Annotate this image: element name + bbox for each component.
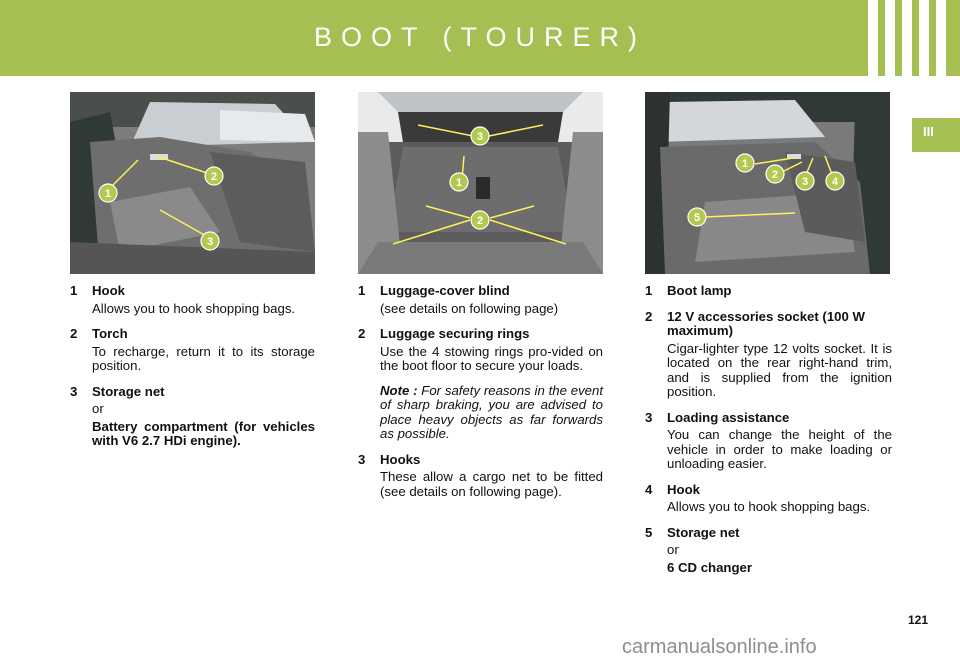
- chapter-tab[interactable]: III: [912, 118, 960, 152]
- callout-badge: 2: [204, 166, 224, 186]
- callout-badge: 2: [765, 164, 785, 184]
- list-item: 3 Storage net or Battery compartment (fo…: [70, 383, 315, 449]
- svg-text:1: 1: [742, 158, 748, 170]
- svg-text:3: 3: [477, 131, 483, 143]
- item-description: To recharge, return it to its storage po…: [92, 343, 315, 373]
- stripe: [919, 0, 929, 76]
- item-number: 1: [645, 283, 653, 298]
- item-heading: Boot lamp: [667, 283, 732, 298]
- callout-badge: 4: [825, 171, 845, 191]
- item-heading: Loading assistance: [667, 409, 790, 425]
- callout-badge: 1: [735, 153, 755, 173]
- item-number: 2: [358, 326, 366, 341]
- list-item: 3 Loading assistance You can change the …: [645, 409, 892, 472]
- item-heading: Storage net: [667, 524, 740, 540]
- svg-text:3: 3: [802, 176, 808, 188]
- page-number: 121: [908, 613, 929, 627]
- header-stripes: [868, 0, 946, 76]
- callout-badge: 1: [449, 172, 469, 192]
- item-heading: 12 V accessories socket (100 W maximum): [667, 308, 865, 338]
- item-heading: Hook: [667, 481, 700, 497]
- column-left: 1 Hook Allows you to hook shopping bags.…: [70, 283, 315, 460]
- item-number: 2: [645, 308, 653, 324]
- list-item: 2 12 V accessories socket (100 W maximum…: [645, 308, 892, 400]
- callout-badge: 3: [200, 231, 220, 251]
- boot-photo-left: 1 2 3: [70, 92, 315, 274]
- svg-text:3: 3: [207, 236, 213, 248]
- boot-left-illustration: 1 2 3: [70, 92, 315, 274]
- item-heading: Luggage-cover blind: [380, 283, 510, 298]
- note-label: Note :: [380, 382, 418, 398]
- list-item: 1 Hook Allows you to hook shopping bags.: [70, 283, 315, 316]
- stripe: [885, 0, 895, 76]
- list-item: 5 Storage net or 6 CD changer: [645, 524, 892, 576]
- item-description: Allows you to hook shopping bags.: [92, 300, 296, 316]
- boot-center-illustration: 3 1 2: [358, 92, 603, 274]
- item-bold-text: 6 CD changer: [667, 559, 753, 575]
- list-item: 4 Hook Allows you to hook shopping bags.: [645, 481, 892, 515]
- list-item: 1 Luggage-cover blind (see details on fo…: [358, 283, 603, 316]
- item-heading: Luggage securing rings: [380, 326, 530, 341]
- list-item: 1 Boot lamp: [645, 283, 892, 299]
- svg-text:1: 1: [456, 177, 462, 189]
- item-description: You can change the height of the vehicle…: [667, 427, 892, 471]
- column-right: 1 Boot lamp 2 12 V accessories socket (1…: [645, 283, 892, 586]
- page-title: BOOT (TOURER): [313, 22, 646, 52]
- item-heading: Torch: [92, 326, 128, 341]
- callout-badge: 2: [470, 210, 490, 230]
- item-description: (see details on following page): [380, 300, 559, 316]
- boot-photo-center: 3 1 2: [358, 92, 603, 274]
- item-description: Use the 4 stowing rings pro-vided on the…: [380, 343, 603, 373]
- svg-text:2: 2: [477, 215, 483, 227]
- list-item: 2 Luggage securing rings Use the 4 stowi…: [358, 326, 603, 442]
- item-number: 1: [358, 283, 366, 298]
- callout-badge: 3: [795, 171, 815, 191]
- svg-text:1: 1: [105, 188, 111, 200]
- item-number: 3: [645, 409, 653, 425]
- item-heading: Hooks: [380, 451, 421, 467]
- list-item: 2 Torch To recharge, return it to its st…: [70, 326, 315, 374]
- item-description: These allow a cargo net to be fitted (se…: [380, 469, 603, 499]
- note-text: For safety reasons in the event of sharp…: [380, 382, 603, 441]
- svg-text:2: 2: [772, 169, 778, 181]
- item-description: or: [667, 542, 679, 557]
- item-description: Cigar-lighter type 12 volts socket. It i…: [667, 340, 892, 399]
- column-center: 1 Luggage-cover blind (see details on fo…: [358, 283, 603, 510]
- stripe: [902, 0, 912, 76]
- item-number: 3: [358, 451, 366, 467]
- page-header: BOOT (TOURER): [0, 0, 960, 76]
- item-heading: Hook: [92, 283, 125, 298]
- list-item: 3 Hooks These allow a cargo net to be fi…: [358, 451, 603, 500]
- boot-right-illustration: 1 2 3 4 5: [645, 92, 890, 274]
- boot-photo-right: 1 2 3 4 5: [645, 92, 890, 274]
- svg-text:4: 4: [832, 176, 839, 188]
- item-description: Allows you to hook shopping bags.: [667, 499, 871, 514]
- item-number: 5: [645, 524, 653, 540]
- callout-badge: 3: [470, 126, 490, 146]
- item-number: 2: [70, 326, 78, 341]
- chapter-label: III: [923, 124, 934, 139]
- svg-text:2: 2: [211, 171, 217, 183]
- item-heading: Storage net: [92, 383, 165, 399]
- item-number: 4: [645, 481, 653, 497]
- item-description: or: [92, 401, 104, 416]
- item-number: 3: [70, 383, 78, 399]
- item-number: 1: [70, 283, 78, 298]
- callout-badge: 1: [98, 183, 118, 203]
- watermark[interactable]: carmanualsonline.info: [622, 636, 817, 658]
- callout-badge: 5: [687, 207, 707, 227]
- stripe: [868, 0, 878, 76]
- safety-note: Note : For safety reasons in the event o…: [380, 382, 603, 442]
- item-bold-text: Battery compartment (for vehicles with V…: [92, 418, 315, 448]
- stripe: [936, 0, 946, 76]
- svg-text:5: 5: [694, 212, 700, 224]
